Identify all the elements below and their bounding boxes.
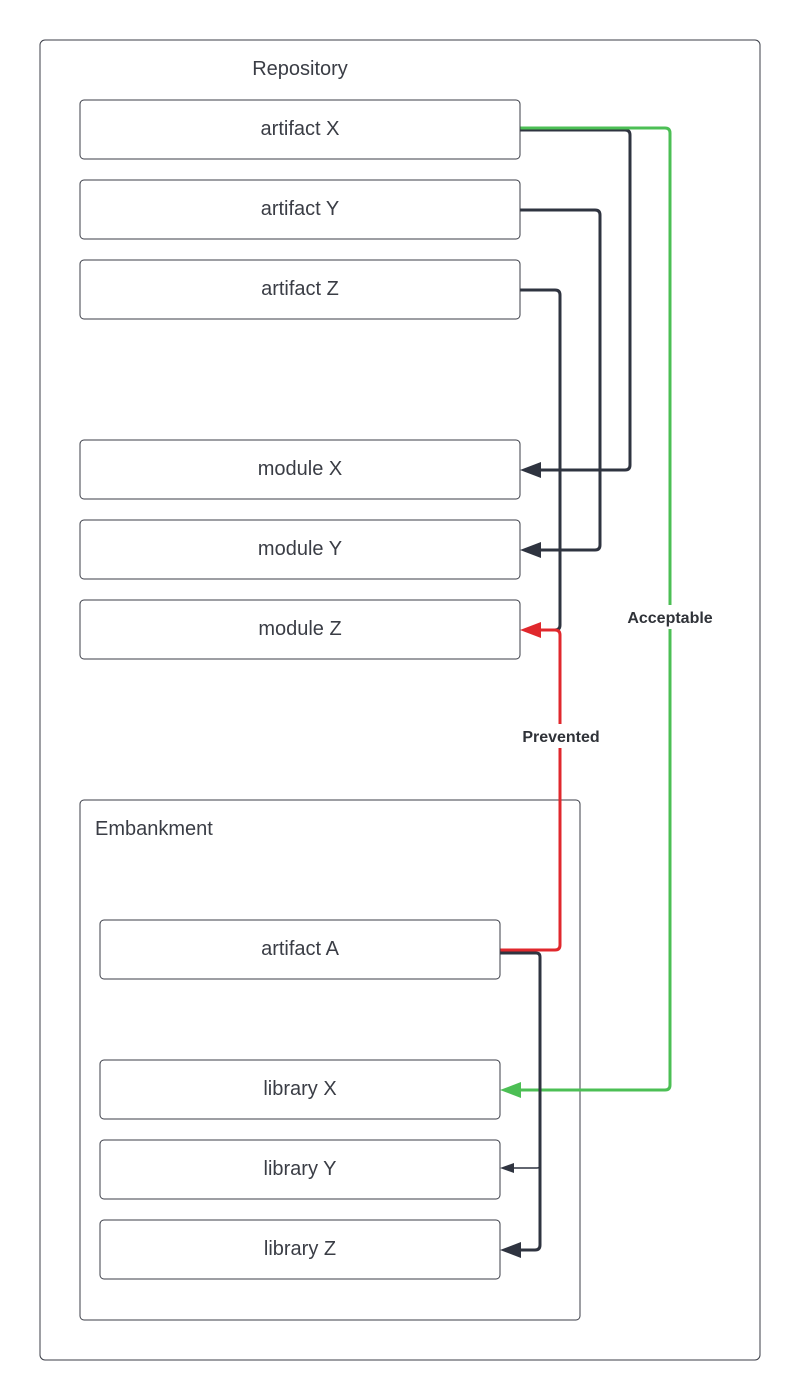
embankment-nodes: artifact A library X library Y library Z: [99, 919, 501, 1280]
edge-artifact-a-library-z: [500, 951, 542, 1252]
acceptable-label: Acceptable: [627, 610, 712, 627]
artifact-y-label: artifact Y: [261, 198, 340, 220]
artifact-a-node[interactable]: [99, 919, 501, 980]
artifact-z-node[interactable]: [79, 259, 521, 320]
arrowhead-library-z: [500, 1242, 521, 1258]
library-y-node[interactable]: [99, 1139, 501, 1200]
embankment-title: Embankment: [95, 818, 213, 840]
module-x-node[interactable]: [79, 439, 521, 500]
arrowhead-library-y: [500, 1163, 514, 1173]
prevented-label-bg: [512, 724, 610, 748]
edge-artifact-x-module-x: [520, 128, 632, 472]
edge-artifact-y-module-y: [520, 208, 602, 552]
acceptable-label-bg: [620, 605, 720, 629]
module-z-label: module Z: [258, 618, 341, 640]
artifact-x-node[interactable]: [79, 99, 521, 160]
arrowhead-module-z-prevented: [520, 622, 541, 638]
library-x-label: library X: [263, 1078, 336, 1100]
module-x-label: module X: [258, 458, 343, 480]
module-y-node[interactable]: [79, 519, 521, 580]
library-z-label: library Z: [264, 1238, 336, 1260]
repository-title: Repository: [252, 58, 348, 80]
arrowhead-library-x-acceptable: [500, 1082, 521, 1098]
artifact-y-node[interactable]: [79, 179, 521, 240]
module-y-label: module Y: [258, 538, 342, 560]
artifact-a-label: artifact A: [261, 938, 339, 960]
prevented-label: Prevented: [522, 729, 599, 746]
artifact-z-label: artifact Z: [261, 278, 339, 300]
repository-modules: module X module Y module Z: [79, 439, 521, 660]
artifact-x-label: artifact X: [261, 118, 340, 140]
arrowhead-module-y: [520, 542, 541, 558]
edge-prevented: [500, 628, 562, 952]
module-z-node[interactable]: [79, 599, 521, 660]
repository-artifacts: artifact X artifact Y artifact Z: [79, 99, 521, 320]
arrowhead-module-x: [520, 462, 541, 478]
library-y-label: library Y: [264, 1158, 337, 1180]
library-x-node[interactable]: [99, 1059, 501, 1120]
arrowheads: [500, 462, 541, 1258]
edge-labels: Acceptable Prevented: [512, 605, 720, 748]
library-z-node[interactable]: [99, 1219, 501, 1280]
